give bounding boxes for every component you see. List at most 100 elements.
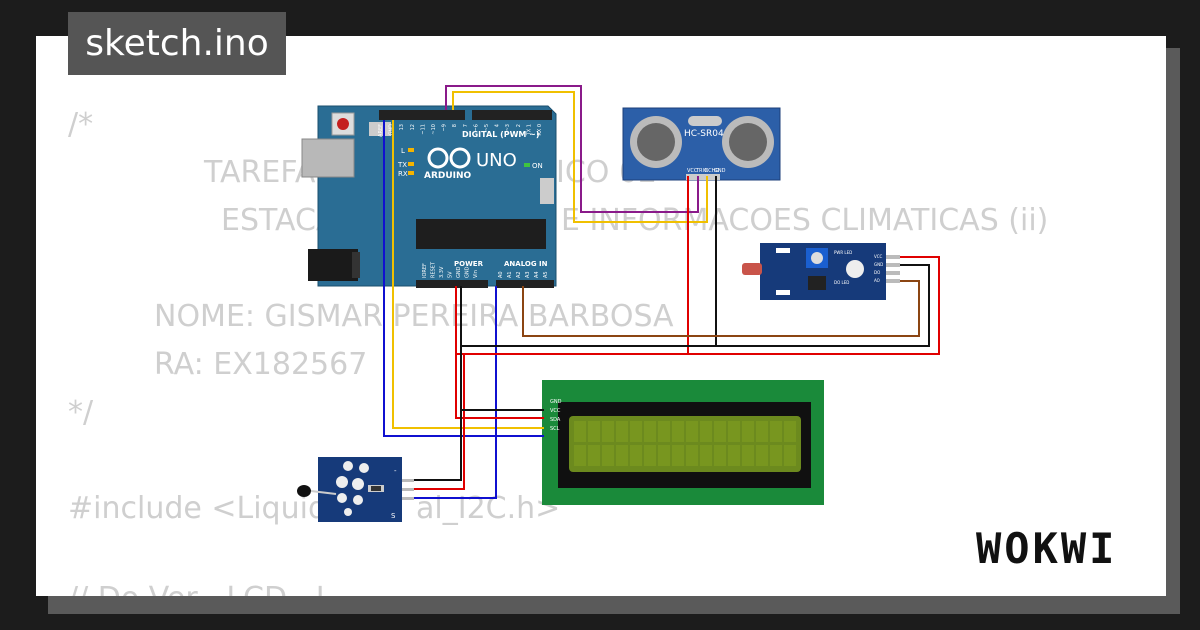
power-pin-label-2: 3.3V	[439, 266, 445, 278]
lcd-cell	[588, 421, 600, 442]
lcd-cell	[742, 421, 754, 442]
digital-pin-label-15: RX 0	[537, 124, 543, 136]
arduino-uno-board[interactable]: UNO ARDUINO DIGITAL (PWM ~) POWER ANALOG…	[301, 105, 557, 288]
lcd-cell	[784, 445, 796, 466]
ldr-pin-vcc: VCC	[874, 254, 883, 259]
power-pin-label-6: Vin	[473, 270, 479, 278]
digital-pin-label-11: 4	[495, 124, 501, 127]
digital-pin-label-7: 8	[452, 124, 458, 127]
digital-pin-label-10: ~5	[484, 124, 490, 131]
lcd-cell	[602, 445, 614, 466]
lcd-pin-scl: SCL	[550, 426, 560, 432]
lcd-cell	[742, 445, 754, 466]
code-line-comment-open: /*	[68, 107, 94, 142]
analog-header-label: ANALOG IN	[504, 260, 548, 268]
code-line-estaca: ESTACA	[221, 203, 337, 238]
ldr-light-sensor-module[interactable]: VCC GND DO AO PWR LED DO LED	[742, 243, 900, 300]
hc-pin-trig: TRIG	[695, 168, 708, 174]
lcd-cell	[658, 421, 670, 442]
lcd-cell	[616, 421, 628, 442]
lcd-cell	[616, 445, 628, 466]
lcd-cell	[630, 421, 642, 442]
lcd-cell	[672, 445, 684, 466]
arduino-infinity-icon	[427, 147, 471, 169]
lcd-cell	[644, 421, 656, 442]
lcd-cell	[588, 445, 600, 466]
lcd-16x2-i2c-display[interactable]: GND VCC SDA SCL	[542, 380, 824, 505]
hc-pin-gnd: GND	[714, 168, 726, 174]
lcd-cell	[770, 421, 782, 442]
l-led-label: L	[401, 147, 405, 155]
lcd-cell	[672, 421, 684, 442]
lcd-cell	[770, 445, 782, 466]
digital-pin-label-0: AREF	[378, 124, 384, 137]
filename-tab[interactable]: sketch.ino	[68, 12, 286, 75]
ldr-pin-do: DO	[874, 270, 880, 275]
hc-sr04-ultrasonic-sensor[interactable]: HC-SR04 VCC TRIG ECHO GND	[622, 107, 781, 181]
code-line-include: #include <Liquid	[68, 491, 327, 526]
lcd-cell	[574, 445, 586, 466]
ldr-pwr-led-label: PWR LED	[834, 250, 852, 255]
power-pin-label-3: 5V	[448, 271, 454, 278]
lcd-cell	[644, 445, 656, 466]
lcd-cell	[728, 445, 740, 466]
board-name: UNO	[476, 150, 517, 171]
analog-pin-label-0: A0	[498, 271, 504, 278]
digital-pin-label-3: 12	[410, 124, 416, 130]
power-pin-label-1: RESET	[431, 261, 437, 278]
project-preview-card[interactable]: /* TAREFA ICO 02 ESTACA E INFORMACOES CL…	[36, 36, 1166, 596]
code-line-ra: RA: EX182567	[154, 347, 368, 382]
lcd-cell	[784, 421, 796, 442]
lcd-cell	[658, 445, 670, 466]
digital-pin-label-4: ~11	[420, 124, 426, 135]
tx-led-label: TX	[397, 161, 407, 169]
temp-pin-minus: -	[394, 467, 397, 475]
lcd-cell	[756, 445, 768, 466]
lcd-cell	[756, 421, 768, 442]
digital-pin-label-8: 7	[463, 124, 469, 127]
digital-pin-label-12: ~3	[505, 124, 511, 131]
lcd-cell	[602, 421, 614, 442]
ldr-pin-gnd: GND	[874, 262, 883, 267]
digital-pin-label-1: GND	[389, 124, 395, 136]
temp-pin-signal: S	[391, 512, 396, 520]
code-line-comment-lcd: // Do Ver LCD I	[68, 584, 325, 597]
lcd-cell	[574, 421, 586, 442]
circuit-diagram: UNO ARDUINO DIGITAL (PWM ~) POWER ANALOG…	[297, 85, 940, 522]
lcd-cell	[630, 445, 642, 466]
power-pin-label-0: IOREF	[422, 263, 428, 278]
hc-pin-echo: ECHO	[705, 168, 719, 174]
digital-pin-label-2: 13	[399, 124, 405, 130]
lcd-pin-sda: SDA	[550, 417, 561, 423]
analog-pin-label-4: A4	[534, 271, 540, 278]
rx-led-label: RX	[398, 170, 408, 178]
board-brand: ARDUINO	[424, 171, 472, 181]
lcd-pin-vcc: VCC	[550, 408, 561, 414]
code-line-comment-close: */	[68, 395, 94, 430]
on-label: ON	[532, 162, 543, 170]
lcd-cell	[700, 445, 712, 466]
hc-pin-vcc: VCC	[687, 168, 698, 174]
thermistor-icon	[297, 485, 311, 497]
wires	[383, 85, 940, 499]
power-header-label: POWER	[454, 260, 484, 268]
analog-pin-label-1: A1	[507, 271, 513, 278]
lcd-cell	[700, 421, 712, 442]
lcd-pin-gnd: GND	[550, 399, 562, 405]
power-pin-label-4: GND	[456, 266, 462, 278]
ldr-do-led-label: DO LED	[834, 280, 849, 285]
digital-header-label: DIGITAL (PWM ~)	[462, 130, 540, 139]
wokwi-logo: WOKWI	[976, 524, 1118, 573]
lcd-cell	[728, 421, 740, 442]
temperature-sensor-module[interactable]: - S	[297, 457, 414, 522]
digital-pin-label-6: ~9	[442, 124, 448, 131]
analog-pin-label-2: A2	[516, 271, 522, 278]
lcd-cell	[686, 421, 698, 442]
power-pin-label-5: GND	[465, 266, 471, 278]
code-line-informacoes: E INFORMACOES CLIMATICAS (ii)	[561, 203, 1049, 238]
digital-pin-label-14: TX 1	[526, 124, 532, 136]
lcd-character-cells	[574, 421, 796, 466]
code-line-tarefa: TAREFA	[204, 155, 316, 190]
